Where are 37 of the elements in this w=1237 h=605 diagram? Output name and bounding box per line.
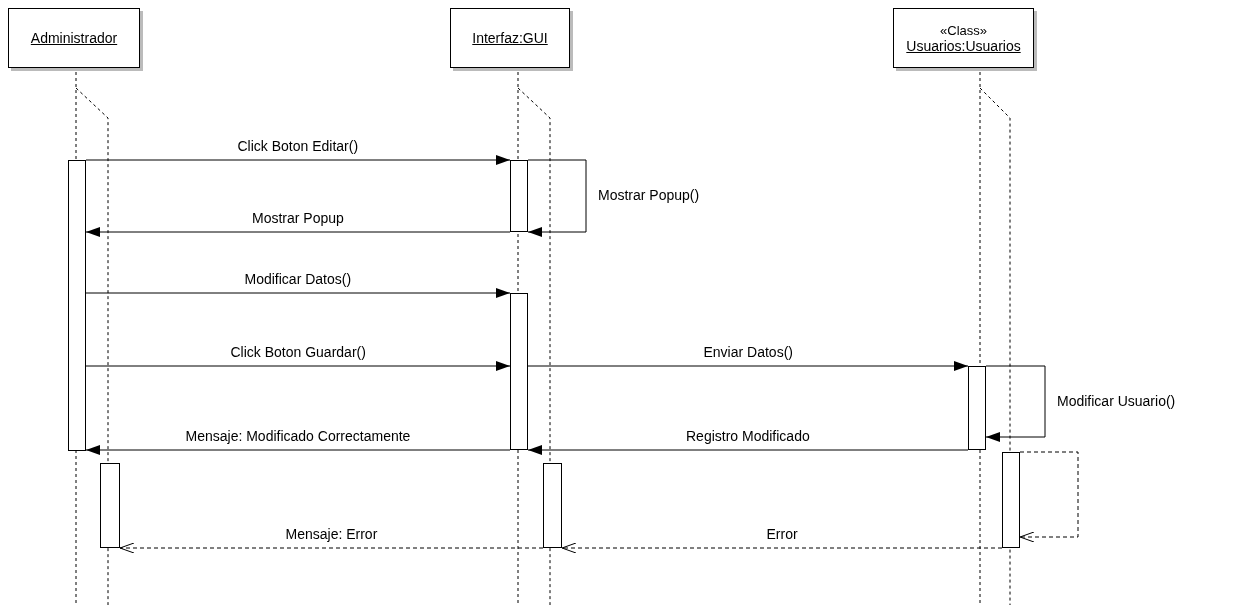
- message-arrow: [85, 445, 511, 455]
- message-label: Modificar Datos(): [242, 271, 354, 287]
- message-arrow: [119, 542, 544, 554]
- message-label: Mensaje: Error: [283, 526, 380, 542]
- message-arrow: [85, 361, 511, 371]
- message-arrow: [527, 445, 969, 455]
- object-name: Interfaz:GUI: [472, 30, 548, 46]
- message-arrow: [85, 227, 511, 237]
- message-label: Mostrar Popup(): [596, 187, 702, 203]
- message-arrow: [527, 361, 969, 371]
- activation-bar: [968, 366, 986, 450]
- message-arrow: [85, 155, 511, 165]
- message-label: Click Boton Editar(): [235, 138, 361, 154]
- activation-bar: [510, 293, 528, 450]
- message-arrow: [561, 542, 1003, 554]
- object-box: [8, 8, 140, 68]
- activation-bar: [68, 160, 86, 451]
- activation-bar: [1002, 452, 1020, 548]
- message-label: Enviar Datos(): [701, 344, 795, 360]
- activation-bar: [510, 160, 528, 232]
- message-arrow: [1019, 451, 1079, 543]
- message-label: Mensaje: Modificado Correctamente: [183, 428, 413, 444]
- object-box: [450, 8, 570, 68]
- activation-bar: [100, 463, 120, 548]
- message-arrow: [527, 159, 587, 237]
- message-label: Error: [764, 526, 800, 542]
- message-label: Modificar Usuario(): [1055, 392, 1178, 409]
- object-name: Administrador: [30, 30, 118, 46]
- message-arrow: [85, 288, 511, 298]
- message-arrow: [985, 365, 1046, 442]
- message-label: Mostrar Popup: [250, 210, 346, 226]
- message-label: Registro Modificado: [684, 428, 812, 444]
- stereotype-label: «Class»: [940, 22, 987, 38]
- message-label: Click Boton Guardar(): [228, 344, 368, 360]
- object-box: [893, 8, 1034, 68]
- object-name: Usuarios:Usuarios: [906, 37, 1021, 54]
- activation-bar: [543, 463, 562, 548]
